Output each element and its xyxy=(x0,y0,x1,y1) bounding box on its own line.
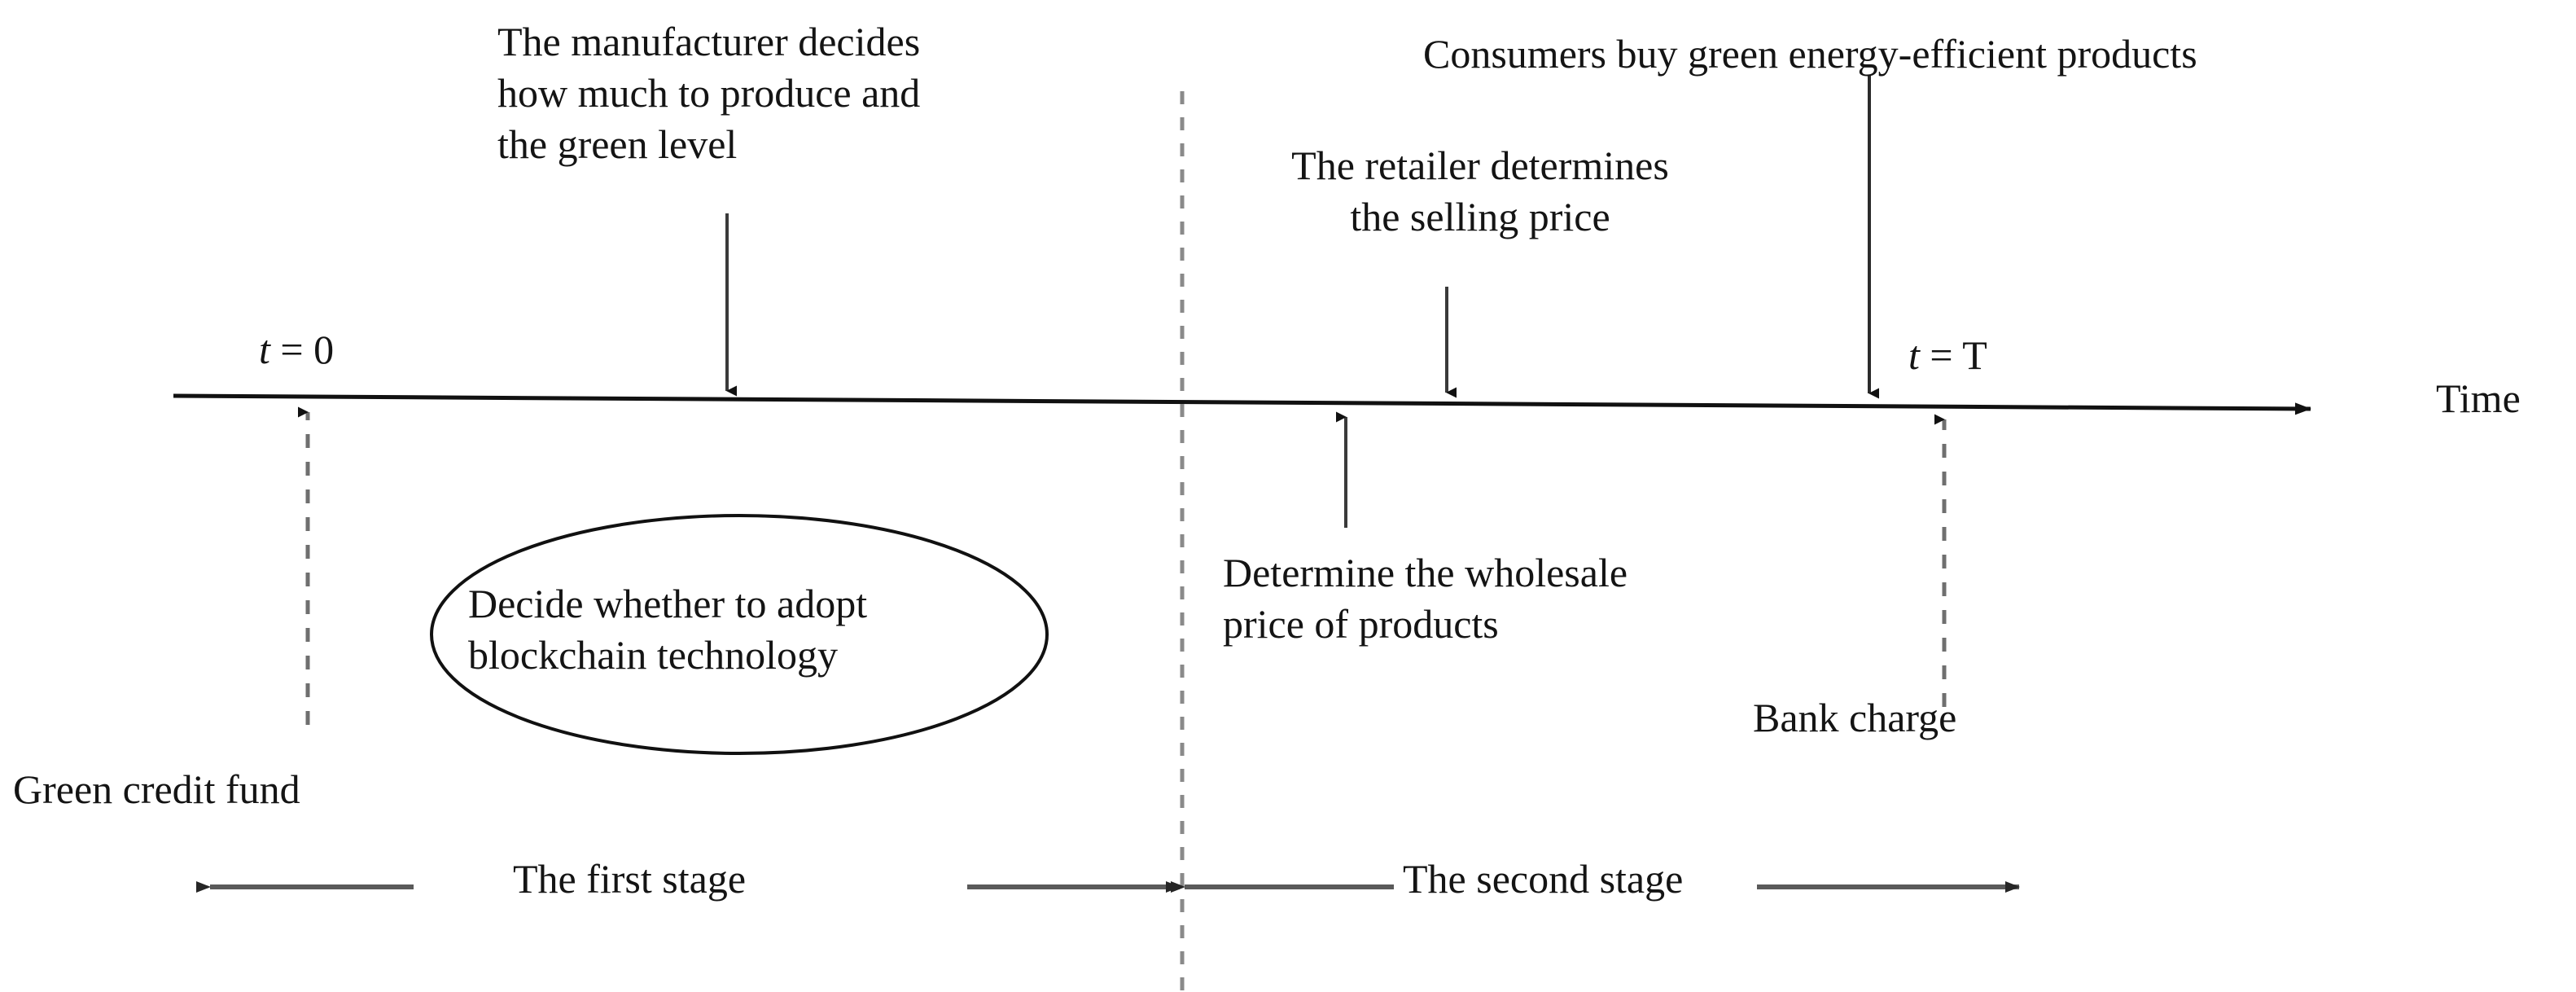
axis-tick-tT-equals: = xyxy=(1919,332,1963,378)
axis-tick-t0-variable: t xyxy=(259,327,270,372)
event-label-green-credit-fund: Green credit fund xyxy=(13,766,300,812)
stage-label-second: The second stage xyxy=(1403,856,1684,902)
blockchain-decision-label: Decide whether to adopt blockchain techn… xyxy=(468,581,868,678)
event-label-bank-charge: Bank charge xyxy=(1753,695,1957,740)
axis-tick-tT-variable: t xyxy=(1908,332,1920,378)
axis-tick-label-t0: t = 0 xyxy=(259,324,334,375)
event-label-retailer-selling-price: The retailer determines the selling pric… xyxy=(1291,143,1669,239)
event-label-wholesale-price: Determine the wholesale price of product… xyxy=(1223,550,1628,647)
event-label-consumers-purchase: Consumers buy green energy-efficient pro… xyxy=(1423,31,2197,77)
axis-tick-t0-equals: = xyxy=(269,327,314,372)
axis-tick-t0-value: 0 xyxy=(313,327,335,372)
blockchain-decision-ellipse xyxy=(430,514,1049,755)
time-axis-line xyxy=(173,393,2311,415)
axis-end-label-time: Time xyxy=(2436,375,2521,421)
stage-label-first: The first stage xyxy=(513,856,747,902)
time-axis xyxy=(173,393,2311,415)
event-label-manufacturer-decision: The manufacturer decides how much to pro… xyxy=(497,19,921,167)
axis-tick-label-tT: t = T xyxy=(1908,330,1987,381)
axis-tick-tT-value: T xyxy=(1962,332,1987,378)
